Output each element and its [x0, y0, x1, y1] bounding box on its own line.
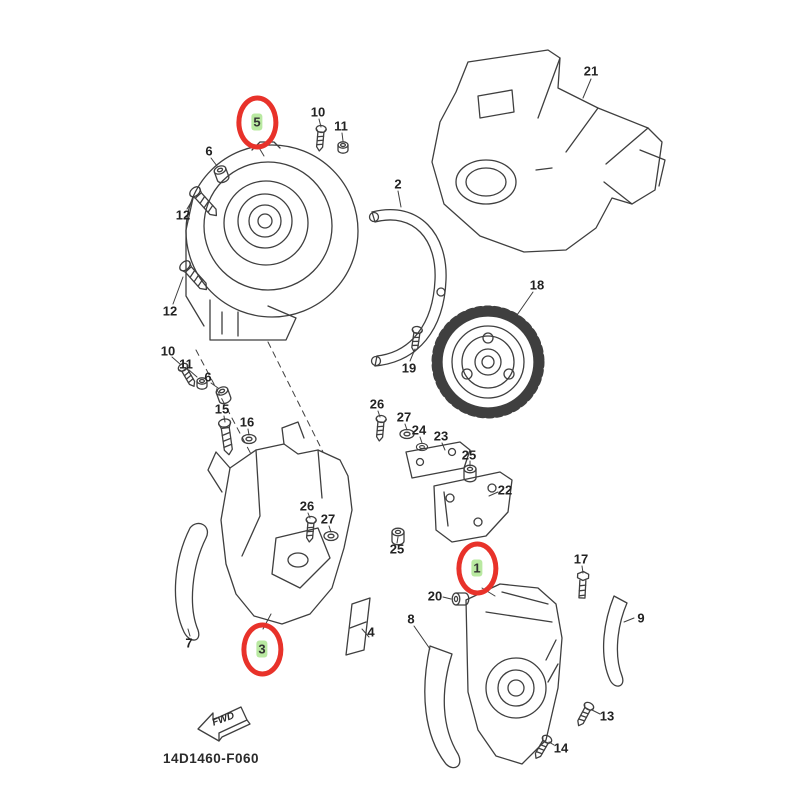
fwd-arrow-icon [197, 706, 251, 742]
part-22-bracket [433, 471, 513, 543]
part-9-strip [602, 595, 628, 687]
part-21-shroud [431, 49, 666, 253]
diagram-code: 14D1460-F060 [163, 751, 260, 766]
part-8-strip [424, 645, 461, 769]
part-7-strip [174, 522, 209, 641]
part-3-shroud [207, 421, 353, 625]
projection-lines [195, 341, 327, 459]
part-1-cover [465, 583, 563, 765]
part-5-fan-cover [185, 141, 359, 341]
part-18-flywheel [431, 305, 545, 419]
part-2-gasket [368, 209, 447, 367]
part-23-bracket [405, 441, 471, 479]
leader-lines [171, 78, 635, 746]
part-4-plate [345, 597, 371, 656]
